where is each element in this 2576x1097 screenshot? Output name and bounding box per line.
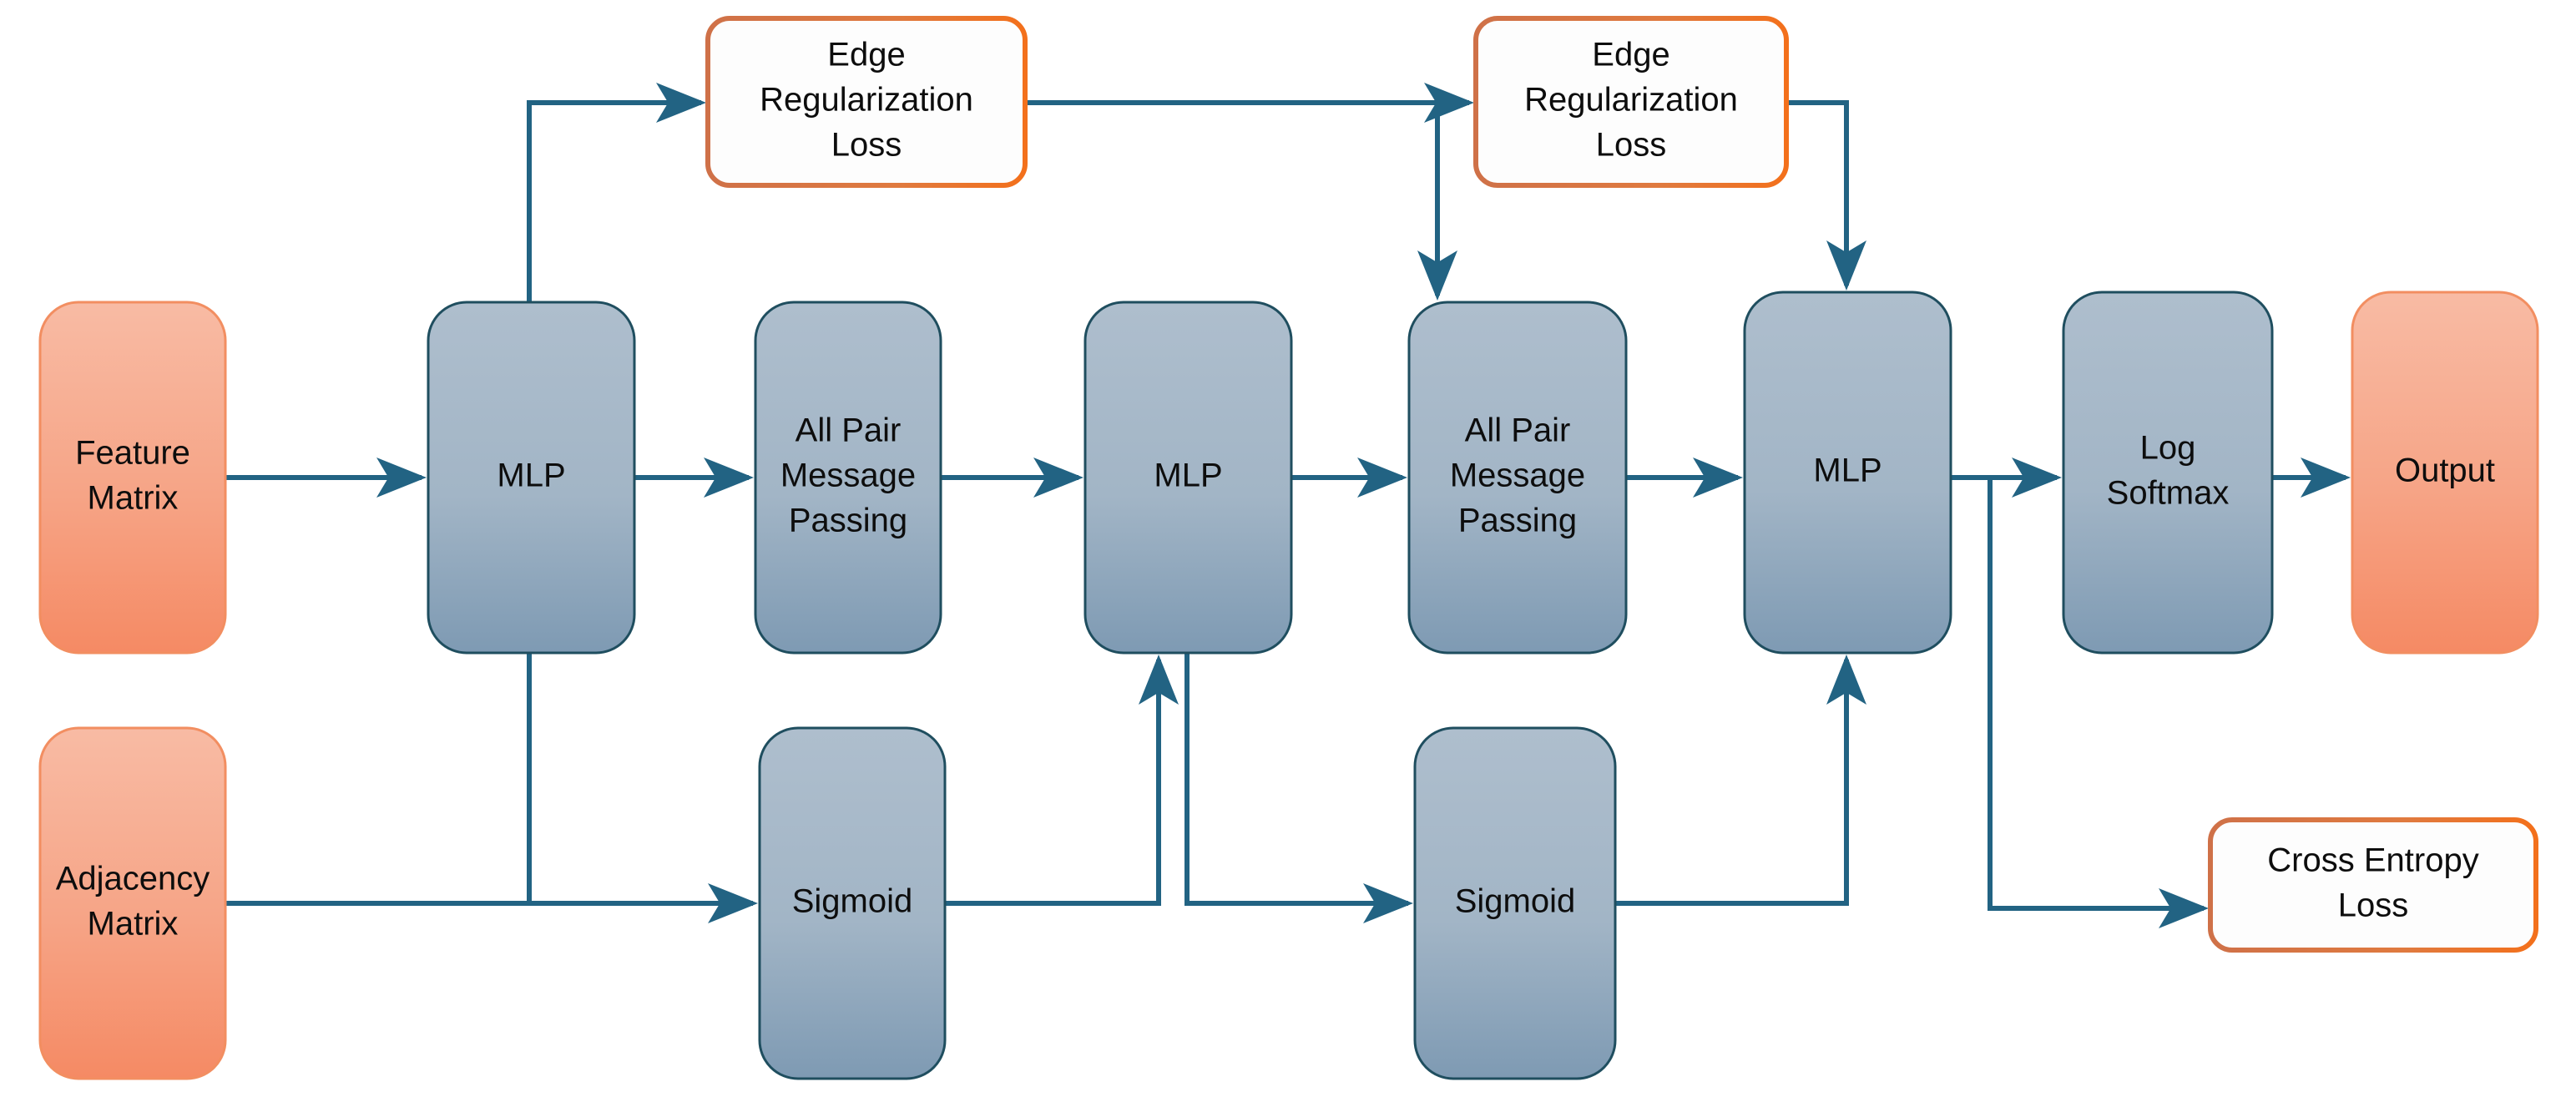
node-label-adjacency-matrix: Adjacency	[56, 861, 210, 897]
node-label-edge-regularization-loss-2: Edge	[1592, 37, 1669, 73]
node-label-edge-regularization-loss-2: Regularization	[1524, 82, 1738, 119]
node-shape-output	[2351, 291, 2539, 655]
node-label-cross-entropy-loss: Loss	[2338, 887, 2409, 924]
node-shape-all-pair-message-passing-1	[754, 301, 942, 655]
node-label-edge-regularization-loss-1: Regularization	[760, 82, 973, 119]
node-label-feature-matrix: Matrix	[88, 480, 179, 517]
node-label-log-softmax: Softmax	[2107, 475, 2230, 512]
node-shape-cross-entropy-loss	[2208, 817, 2538, 953]
node-output[interactable]: Output	[2351, 291, 2539, 655]
node-shape-mlp-2	[1083, 301, 1293, 655]
node-sigmoid-1[interactable]: Sigmoid	[758, 726, 947, 1080]
node-label-all-pair-message-passing-1: Passing	[789, 503, 907, 539]
node-label-cross-entropy-loss: Cross Entropy	[2267, 842, 2478, 879]
node-shape-adjacency-matrix	[38, 726, 227, 1080]
node-label-log-softmax: Log	[2140, 430, 2196, 467]
node-shape-mlp-1	[427, 301, 636, 655]
node-label-mlp-1: MLP	[497, 458, 565, 494]
node-label-all-pair-message-passing-2: Passing	[1458, 503, 1577, 539]
node-label-edge-regularization-loss-1: Edge	[827, 37, 905, 73]
connector-edge-reg-loss-1-to-all-pair-2	[1025, 100, 1457, 301]
node-label-edge-regularization-loss-2: Loss	[1596, 127, 1667, 164]
node-mlp-1[interactable]: MLP	[427, 301, 636, 655]
node-label-output: Output	[2395, 452, 2495, 489]
node-label-edge-regularization-loss-1: Loss	[831, 127, 902, 164]
node-label-mlp-2: MLP	[1154, 458, 1222, 494]
node-shape-edge-regularization-loss-2	[1473, 16, 1789, 188]
node-mlp-3[interactable]: MLP	[1743, 291, 1952, 655]
node-shape-mlp-3	[1743, 291, 1952, 655]
connector-mlp-1-to-edge-reg-loss-1	[527, 83, 706, 302]
node-label-all-pair-message-passing-2: Message	[1450, 458, 1585, 494]
connection-edges-layer	[225, 83, 2351, 928]
connector-mlp-2-down-to-sigmoid-2	[1184, 653, 1413, 923]
node-mlp-2[interactable]: MLP	[1083, 301, 1293, 655]
connector-mlp-3-to-cross-entropy-loss	[1988, 478, 2209, 928]
node-label-all-pair-message-passing-1: All Pair	[796, 412, 902, 449]
connector-edge-reg-loss-2-to-mlp-3	[1786, 100, 1866, 291]
connector-sigmoid-2-to-mlp-3	[1615, 655, 1866, 906]
node-label-sigmoid-2: Sigmoid	[1455, 883, 1576, 920]
node-label-all-pair-message-passing-2: All Pair	[1465, 412, 1571, 449]
node-shape-all-pair-message-passing-2	[1407, 301, 1628, 655]
node-shape-sigmoid-1	[758, 726, 947, 1080]
node-sigmoid-2[interactable]: Sigmoid	[1413, 726, 1617, 1080]
node-label-sigmoid-1: Sigmoid	[792, 883, 913, 920]
node-shape-log-softmax	[2062, 291, 2274, 655]
node-label-feature-matrix: Feature	[75, 435, 190, 472]
node-label-mlp-3: MLP	[1813, 452, 1881, 489]
node-shape-sigmoid-2	[1413, 726, 1617, 1080]
node-shape-feature-matrix	[38, 301, 227, 655]
node-label-all-pair-message-passing-1: Message	[780, 458, 916, 494]
node-shape-edge-regularization-loss-1	[705, 16, 1028, 188]
node-label-adjacency-matrix: Matrix	[88, 906, 179, 943]
connector-sigmoid-1-to-mlp-2	[945, 655, 1179, 906]
